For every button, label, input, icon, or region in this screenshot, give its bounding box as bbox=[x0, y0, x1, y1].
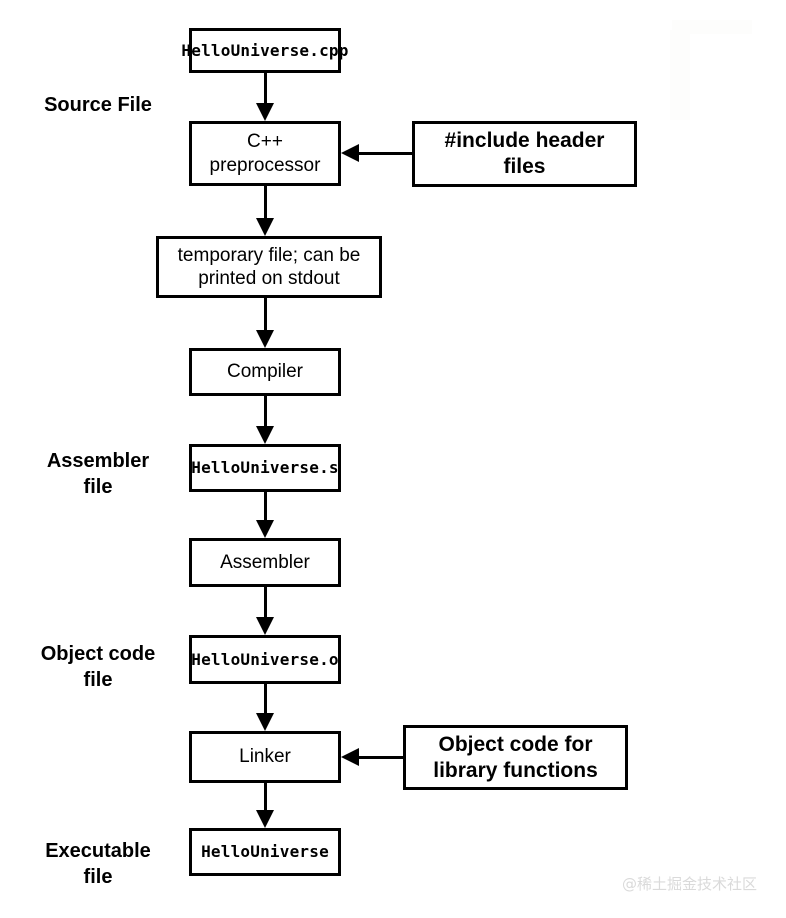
arrow-shaft bbox=[263, 783, 267, 810]
arrow-assembler-to-o bbox=[256, 587, 274, 635]
arrow-temp-to-compiler bbox=[256, 298, 274, 348]
node-assembler[interactable]: Assembler bbox=[189, 538, 341, 587]
node-include-header-files[interactable]: #include header files bbox=[412, 121, 637, 187]
node-cpp-preprocessor[interactable]: C++ preprocessor bbox=[189, 121, 341, 186]
stage-label-assembler-file: Assembler file bbox=[46, 450, 150, 498]
arrow-shaft bbox=[263, 684, 267, 713]
arrow-linker-to-executable bbox=[256, 783, 274, 828]
node-temporary-file[interactable]: temporary file; can be printed on stdout bbox=[156, 236, 382, 298]
arrow-head-icon bbox=[256, 617, 274, 635]
arrow-head-icon bbox=[256, 330, 274, 348]
arrow-shaft bbox=[357, 755, 403, 759]
arrow-compiler-to-s bbox=[256, 396, 274, 444]
node-linker[interactable]: Linker bbox=[189, 731, 341, 783]
arrow-preprocessor-to-temp bbox=[256, 186, 274, 236]
arrow-head-icon bbox=[341, 144, 359, 162]
arrow-shaft bbox=[263, 73, 267, 103]
scan-artifact-horizontal bbox=[672, 20, 752, 34]
arrow-headers-to-preprocessor bbox=[341, 144, 412, 162]
node-hellouniverse-cpp[interactable]: HelloUniverse.cpp bbox=[181, 28, 348, 73]
arrow-s-to-assembler bbox=[256, 492, 274, 538]
arrow-head-icon bbox=[256, 713, 274, 731]
arrow-head-icon bbox=[341, 748, 359, 766]
arrow-shaft bbox=[263, 396, 267, 426]
arrow-shaft bbox=[263, 587, 267, 617]
arrow-head-icon bbox=[256, 103, 274, 121]
stage-label-object-code-file: Object code file bbox=[40, 643, 156, 691]
arrow-head-icon bbox=[256, 218, 274, 236]
arrow-shaft bbox=[357, 151, 412, 155]
arrow-o-to-linker bbox=[256, 684, 274, 731]
arrow-head-icon bbox=[256, 520, 274, 538]
scan-artifact-vertical bbox=[670, 30, 690, 120]
node-hellouniverse-s[interactable]: HelloUniverse.s bbox=[189, 444, 341, 492]
arrow-shaft bbox=[263, 492, 267, 520]
arrow-shaft bbox=[263, 186, 267, 218]
arrow-head-icon bbox=[256, 810, 274, 828]
node-compiler[interactable]: Compiler bbox=[189, 348, 341, 396]
stage-label-source-file: Source File bbox=[44, 94, 152, 116]
arrow-cpp-to-preprocessor bbox=[256, 73, 274, 121]
node-hellouniverse-o[interactable]: HelloUniverse.o bbox=[189, 635, 341, 684]
node-object-code-library[interactable]: Object code for library functions bbox=[403, 725, 628, 790]
node-hellouniverse[interactable]: HelloUniverse bbox=[189, 828, 341, 876]
arrow-library-to-linker bbox=[341, 748, 403, 766]
arrow-shaft bbox=[263, 298, 267, 330]
arrow-head-icon bbox=[256, 426, 274, 444]
watermark-text: @稀土掘金技术社区 bbox=[622, 875, 758, 893]
stage-label-executable-file: Executable file bbox=[45, 840, 151, 888]
